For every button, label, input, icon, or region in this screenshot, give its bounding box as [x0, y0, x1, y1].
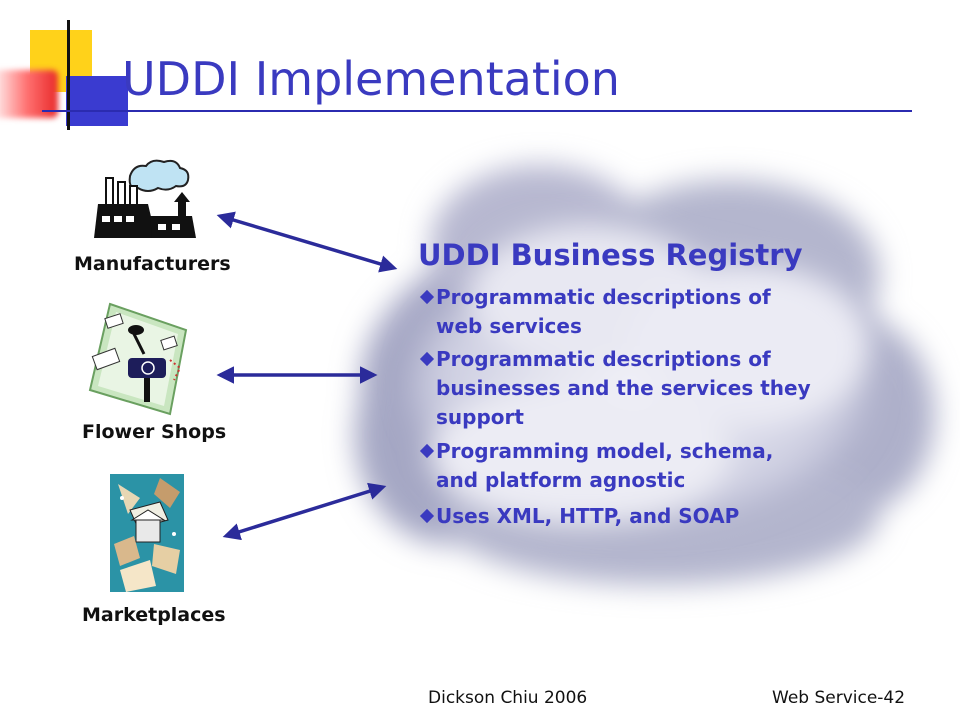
- logo-blue-square: [66, 76, 128, 126]
- arrow-marketplaces: [222, 482, 387, 541]
- registry-title: UDDI Business Registry: [418, 238, 803, 272]
- registry-bullet: Programmatic descriptions of web service…: [419, 283, 802, 341]
- registry-bullet: Programmatic descriptions of businesses …: [419, 345, 842, 432]
- footer-page-number: Web Service-42: [772, 688, 906, 708]
- bullet-text: Programmatic descriptions of businesses …: [436, 347, 811, 429]
- bullet-text: Programming model, schema, and platform …: [436, 439, 774, 492]
- marketplace-icon: [110, 474, 184, 592]
- entity-label-manufacturers: Manufacturers: [74, 253, 231, 275]
- entity-label-flower-shops: Flower Shops: [82, 421, 227, 443]
- cloud-image: [355, 165, 935, 585]
- logo-vertical-line: [67, 20, 70, 130]
- arrow-manufacturers: [216, 211, 398, 273]
- registry-bullet: Programming model, schema, and platform …: [419, 437, 822, 495]
- factory-icon: [94, 159, 196, 238]
- footer-author: Dickson Chiu 2006: [428, 688, 588, 708]
- registry-bullet: Uses XML, HTTP, and SOAP: [419, 502, 822, 531]
- bullet-text: Uses XML, HTTP, and SOAP: [436, 504, 740, 528]
- title-underline: [42, 110, 912, 112]
- slide-title: UDDI Implementation: [122, 52, 620, 106]
- entity-label-marketplaces: Marketplaces: [82, 604, 226, 626]
- bullet-text: Programmatic descriptions of web service…: [436, 285, 771, 338]
- mailbox-icon: [88, 302, 188, 416]
